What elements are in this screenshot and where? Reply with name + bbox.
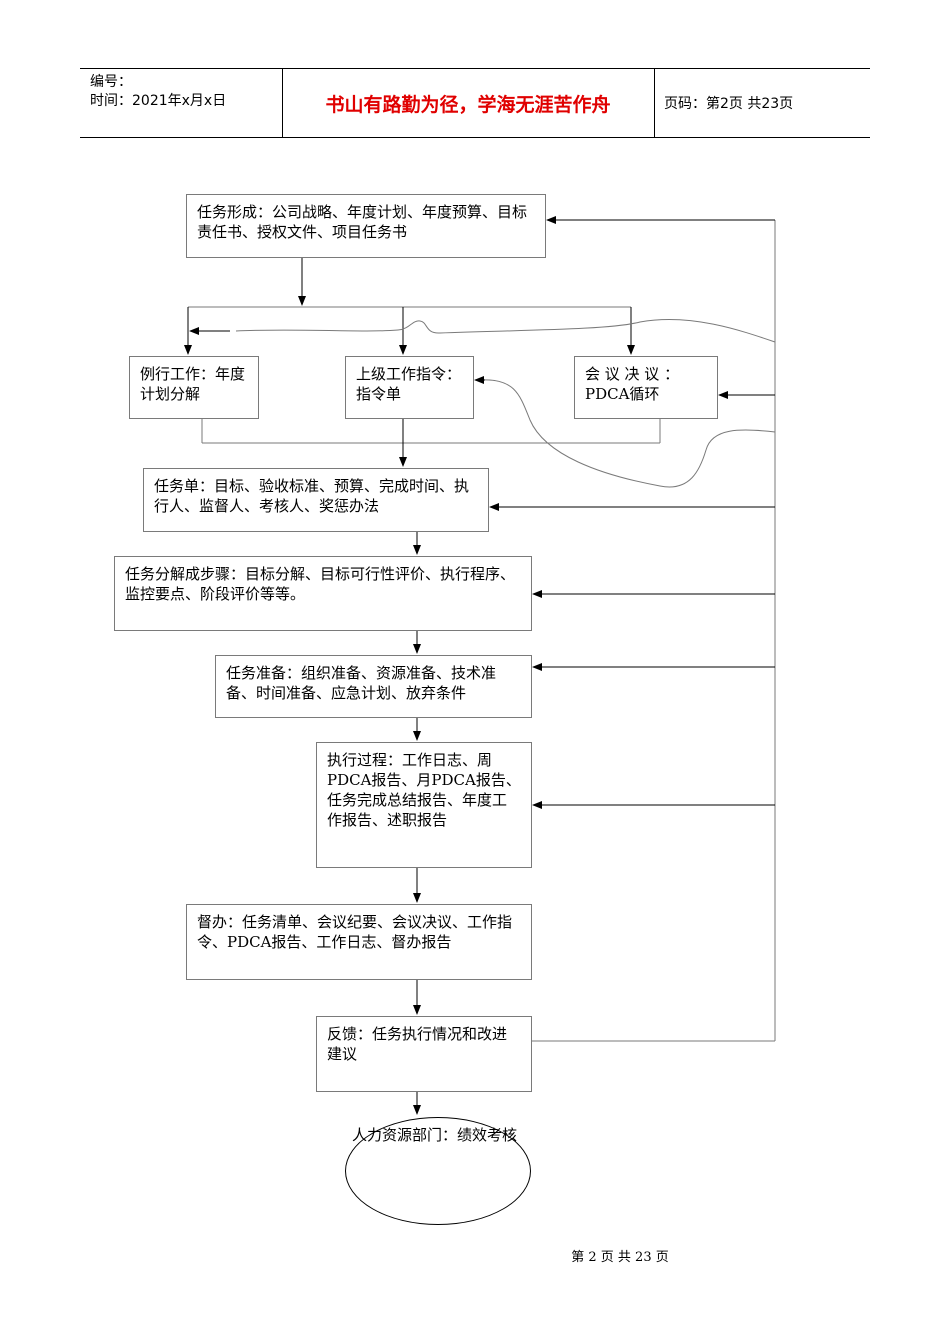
header-divider (654, 69, 655, 137)
execution-process-box: 执行过程：工作日志、周PDCA报告、月PDCA报告、任务完成总结报告、年度工作报… (316, 742, 532, 868)
meeting-decision-box: 会 议 决 议 ：PDCA循环 (574, 356, 718, 419)
supervision-box: 督办：任务清单、会议纪要、会议决议、工作指令、PDCA报告、工作日志、督办报告 (186, 904, 532, 980)
task-breakdown-box: 任务分解成步骤：目标分解、目标可行性评价、执行程序、监控要点、阶段评价等等。 (114, 556, 532, 631)
header-motto: 书山有路勤为径，学海无涯苦作舟 (325, 93, 611, 116)
hr-review-label: 人力资源部门：绩效考核 (352, 1126, 518, 1144)
hr-review-ellipse (345, 1117, 531, 1225)
page-footer: 第 2 页 共 23 页 (571, 1250, 669, 1265)
header-page-number: 页码：第2页 共23页 (664, 96, 794, 112)
routine-work-box: 例行工作：年度计划分解 (129, 356, 259, 419)
task-preparation-box: 任务准备：组织准备、资源准备、技术准备、时间准备、应急计划、放弃条件 (215, 655, 532, 718)
header-meta: 编号： 时间：2021年x月x日 (90, 73, 226, 111)
time-label: 时间：2021年x月x日 (90, 93, 227, 109)
page-header: 编号： 时间：2021年x月x日 书山有路勤为径，学海无涯苦作舟 页码：第2页 … (80, 68, 870, 138)
superior-order-box: 上级工作指令：指令单 (345, 356, 474, 419)
header-divider (282, 69, 283, 137)
serial-label: 编号： (90, 74, 132, 90)
task-formation-box: 任务形成：公司战略、年度计划、年度预算、目标责任书、授权文件、项目任务书 (186, 194, 546, 258)
feedback-box: 反馈：任务执行情况和改进建议 (316, 1016, 532, 1092)
task-list-box: 任务单：目标、验收标准、预算、完成时间、执行人、监督人、考核人、奖惩办法 (143, 468, 489, 532)
